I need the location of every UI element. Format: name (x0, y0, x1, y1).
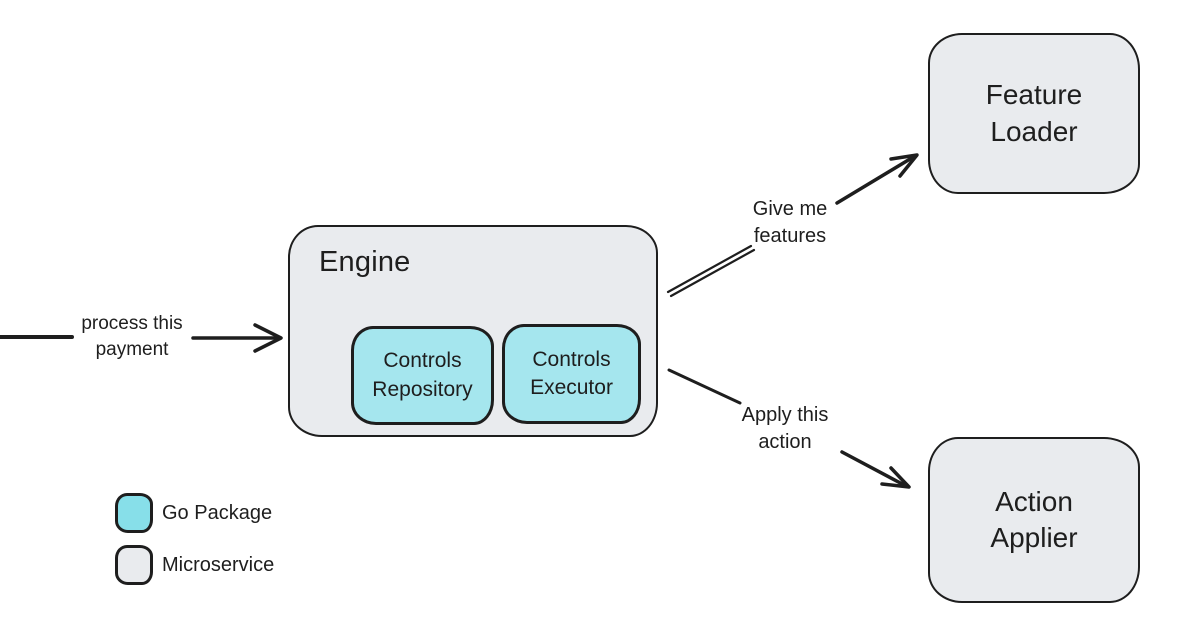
node-engine-label: Engine (319, 246, 411, 278)
node-controls-executor-label: Controls Executor (530, 347, 613, 399)
legend-item-microservice: Microservice (115, 545, 274, 585)
node-controls-executor: Controls Executor (502, 324, 641, 424)
edge-label-apply-this-action: Apply this action (741, 404, 829, 453)
microservice-swatch (115, 545, 153, 585)
node-action-applier-label: Action Applier (990, 485, 1078, 553)
edge-label-process-payment: process this payment (81, 313, 183, 360)
edge-label-give-me-features: Give me features (752, 198, 828, 247)
go-package-swatch (115, 493, 153, 533)
legend-label-go-package: Go Package (162, 501, 273, 524)
legend-label-microservice: Microservice (162, 553, 275, 576)
node-controls-repository: Controls Repository (351, 326, 494, 425)
node-feature-loader: Feature Loader (928, 33, 1140, 194)
node-controls-repository-label: Controls Repository (372, 349, 473, 401)
node-action-applier: Action Applier (928, 437, 1140, 603)
legend: Go Package Microservice (115, 493, 274, 597)
node-engine: Engine Controls Repository Controls Exec… (288, 225, 658, 437)
legend-item-go-package: Go Package (115, 493, 274, 533)
node-feature-loader-label: Feature Loader (985, 79, 1083, 147)
